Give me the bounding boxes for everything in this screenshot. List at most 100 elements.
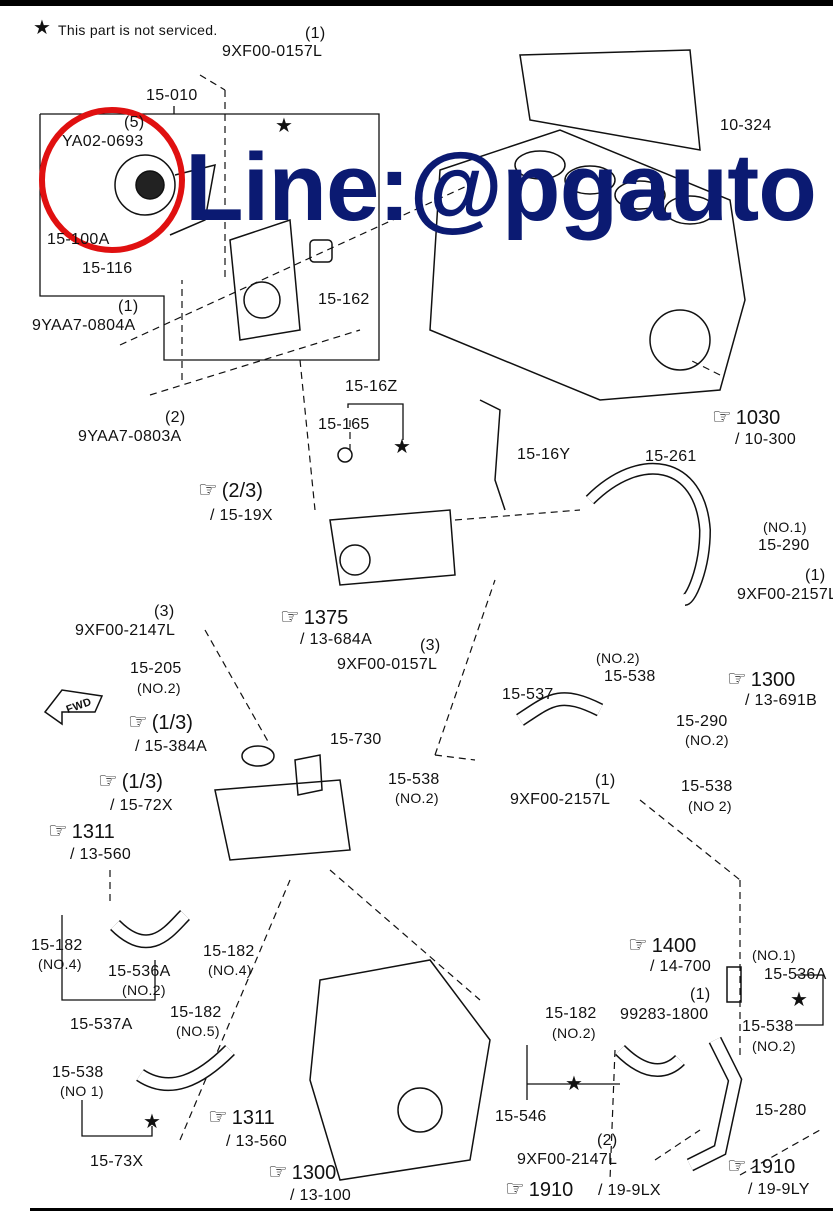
part-label: 9XF00-2157L bbox=[737, 586, 833, 603]
ref-callout[interactable]: ☞1311 bbox=[48, 818, 115, 844]
ref-sub: / 15-72X bbox=[110, 797, 173, 814]
star-icon: ★ bbox=[565, 1073, 583, 1095]
water-outlet bbox=[214, 779, 351, 861]
part-label: 15-730 bbox=[330, 731, 382, 748]
hand-pointer-icon: ☞ bbox=[712, 404, 732, 429]
part-label: 15-538 bbox=[388, 771, 440, 788]
ref-sub: / 15-19X bbox=[210, 507, 273, 524]
water-pump bbox=[114, 154, 176, 216]
ref-number: 1375 bbox=[303, 607, 349, 629]
hand-pointer-icon: ☞ bbox=[268, 1159, 288, 1184]
ref-sub: / 13-560 bbox=[226, 1133, 288, 1150]
ref-sub: / 14-700 bbox=[650, 958, 712, 975]
part-label: 15-010 bbox=[146, 87, 198, 104]
ref-number: 1400 bbox=[651, 935, 697, 957]
ref-callout[interactable]: ☞(1/3) bbox=[98, 768, 163, 794]
ref-callout[interactable]: ☞1910 bbox=[727, 1153, 795, 1179]
hand-pointer-icon: ☞ bbox=[727, 666, 747, 691]
part-label: (NO.2) bbox=[685, 732, 729, 748]
part-label: (1) bbox=[595, 772, 616, 789]
group-box-15-010 bbox=[39, 106, 824, 1137]
part-label: (NO.1) bbox=[752, 947, 796, 963]
ref-callout[interactable]: ☞(2/3) bbox=[198, 477, 263, 503]
ref-callout[interactable]: ☞1030 bbox=[712, 404, 781, 430]
part-label: 9XF00-2147L bbox=[75, 622, 176, 639]
ref-number: 1300 bbox=[750, 669, 796, 691]
part-label: (NO.4) bbox=[38, 956, 82, 972]
legend-text: This part is not serviced. bbox=[58, 22, 218, 38]
part-label: (NO.2) bbox=[752, 1038, 796, 1054]
hand-pointer-icon: ☞ bbox=[128, 709, 148, 734]
ref-callout[interactable]: ☞(1/3) bbox=[128, 709, 193, 735]
leader-lines bbox=[109, 74, 821, 1181]
part-label: 10-324 bbox=[720, 117, 772, 134]
part-label: 9XF00-2157L bbox=[510, 791, 611, 808]
part-label: 15-280 bbox=[755, 1102, 807, 1119]
hand-pointer-icon: ☞ bbox=[98, 768, 118, 793]
part-label: (NO.2) bbox=[122, 982, 166, 998]
ref-callout[interactable]: ☞1311 bbox=[208, 1104, 275, 1130]
part-label: (NO 2) bbox=[688, 798, 732, 814]
part-label: (3) bbox=[420, 637, 441, 654]
part-label: 15-16Y bbox=[517, 446, 571, 463]
part-label: 15-165 bbox=[318, 416, 370, 433]
part-label: 15-538 bbox=[604, 668, 656, 685]
ref-number: 1910 bbox=[528, 1179, 574, 1201]
part-label: (1) bbox=[305, 25, 326, 42]
part-label: 15-290 bbox=[758, 537, 810, 554]
top-bar bbox=[0, 0, 833, 6]
part-10-324 bbox=[519, 49, 701, 151]
part-label: (NO.2) bbox=[552, 1025, 596, 1041]
part-label: 9XF00-0157L bbox=[337, 656, 438, 673]
part-label: 15-182 bbox=[31, 937, 83, 954]
hand-pointer-icon: ☞ bbox=[208, 1104, 228, 1129]
ref-callout[interactable]: ☞1400 bbox=[628, 932, 697, 958]
thermostat-housing bbox=[329, 509, 456, 586]
part-label: 15-73X bbox=[90, 1153, 144, 1170]
part-label: (2) bbox=[597, 1132, 618, 1149]
ref-sub: / 13-684A bbox=[300, 631, 373, 648]
ref-sub: / 13-691B bbox=[745, 692, 818, 709]
part-label: 15-182 bbox=[203, 943, 255, 960]
part-label: 15-261 bbox=[645, 448, 697, 465]
part-label: 15-205 bbox=[130, 660, 182, 677]
part-label: (1) bbox=[118, 298, 139, 315]
hand-pointer-icon: ☞ bbox=[505, 1176, 525, 1201]
part-label: 15-100A bbox=[47, 231, 110, 248]
part-label: 15-536A bbox=[108, 963, 171, 980]
hand-pointer-icon: ☞ bbox=[48, 818, 68, 843]
ref-sub: / 10-300 bbox=[735, 431, 797, 448]
hand-pointer-icon: ☞ bbox=[727, 1153, 747, 1178]
ref-number: 1311 bbox=[71, 821, 115, 843]
part-label: 15-537A bbox=[70, 1016, 133, 1033]
ref-callout[interactable]: ☞1910 bbox=[505, 1176, 574, 1202]
part-label: 15-182 bbox=[170, 1004, 222, 1021]
part-label: 15-116 bbox=[82, 260, 133, 277]
part-label: 9YAA7-0804A bbox=[32, 317, 136, 334]
intake-manifold bbox=[309, 959, 491, 1181]
part-label: 15-536A bbox=[764, 966, 827, 983]
part-label: (5) bbox=[124, 114, 145, 131]
ref-number: 1030 bbox=[735, 407, 781, 429]
part-label: (NO.1) bbox=[763, 519, 807, 535]
hand-pointer-icon: ☞ bbox=[198, 477, 218, 502]
hand-pointer-icon: ☞ bbox=[628, 932, 648, 957]
part-label: 15-290 bbox=[676, 713, 728, 730]
part-label: 15-182 bbox=[545, 1005, 597, 1022]
star-icon: ★ bbox=[275, 115, 293, 137]
part-label: (2) bbox=[165, 409, 186, 426]
ref-sub: / 13-100 bbox=[290, 1187, 352, 1204]
part-label: (1) bbox=[805, 567, 826, 584]
engine-block bbox=[429, 129, 746, 401]
part-label: 15-162 bbox=[318, 291, 370, 308]
ref-callout[interactable]: ☞1300 bbox=[268, 1159, 336, 1185]
part-label: 15-538 bbox=[742, 1018, 794, 1035]
sensor-harness bbox=[479, 399, 506, 511]
part-label: (NO.4) bbox=[208, 962, 252, 978]
ref-callout[interactable]: ☞1375 bbox=[280, 606, 349, 630]
fwd-arrow-icon bbox=[43, 689, 104, 726]
ref-sub: / 13-560 bbox=[70, 846, 132, 863]
ref-callout[interactable]: ☞1300 bbox=[727, 666, 796, 692]
